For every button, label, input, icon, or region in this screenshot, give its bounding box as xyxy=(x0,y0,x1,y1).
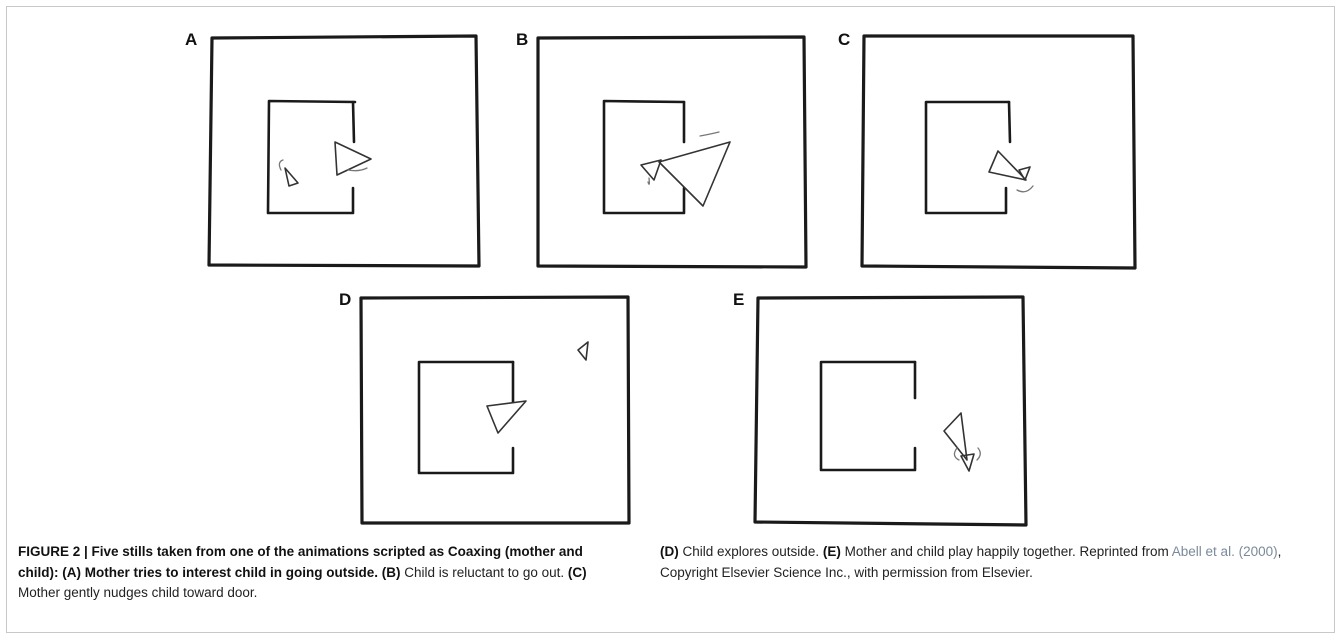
caption-ref-rest: , Copyright Elsevier Science Inc., with … xyxy=(660,544,1282,580)
panel-d: D xyxy=(339,290,639,530)
panel-b-sketch xyxy=(536,35,808,269)
caption-b-label: (B) xyxy=(381,564,401,580)
panel-d-sketch xyxy=(359,295,631,525)
caption-a-text: Mother tries to interest child in going … xyxy=(81,564,382,580)
panel-label: E xyxy=(733,290,745,309)
panel-c-sketch xyxy=(860,34,1137,270)
reference-link[interactable]: Abell et al. (2000) xyxy=(1171,544,1278,559)
figure-label: FIGURE 2 | Five stills taken from one of… xyxy=(18,544,583,580)
panel-e-sketch xyxy=(753,295,1028,527)
panel-c: C xyxy=(838,30,1138,270)
caption-e-text: Mother and child play happily together. … xyxy=(840,544,1172,559)
panel-b: B xyxy=(516,30,816,270)
panel-label: C xyxy=(838,30,851,49)
caption-c-label: (C) xyxy=(567,564,587,580)
panel-a-sketch xyxy=(207,34,481,268)
panel-label: A xyxy=(185,30,198,49)
panel-e: E xyxy=(733,290,1033,530)
figure-frame xyxy=(6,6,1335,633)
panel-label: B xyxy=(516,30,529,49)
caption-d-text: Child explores outside. xyxy=(678,544,823,559)
caption-d-label: (D) xyxy=(660,544,679,559)
figure-caption-left: FIGURE 2 | Five stills taken from one of… xyxy=(18,542,598,604)
caption-c-text: Mother gently nudges child toward door. xyxy=(18,585,258,600)
caption-a-label: (A) xyxy=(62,564,81,580)
panel-a: A xyxy=(185,30,485,270)
panel-label: D xyxy=(339,290,352,309)
figure-caption-right: (D) Child explores outside. (E) Mother a… xyxy=(660,542,1300,583)
caption-e-label: (E) xyxy=(822,544,841,559)
caption-b-text: Child is reluctant to go out. xyxy=(400,564,568,580)
